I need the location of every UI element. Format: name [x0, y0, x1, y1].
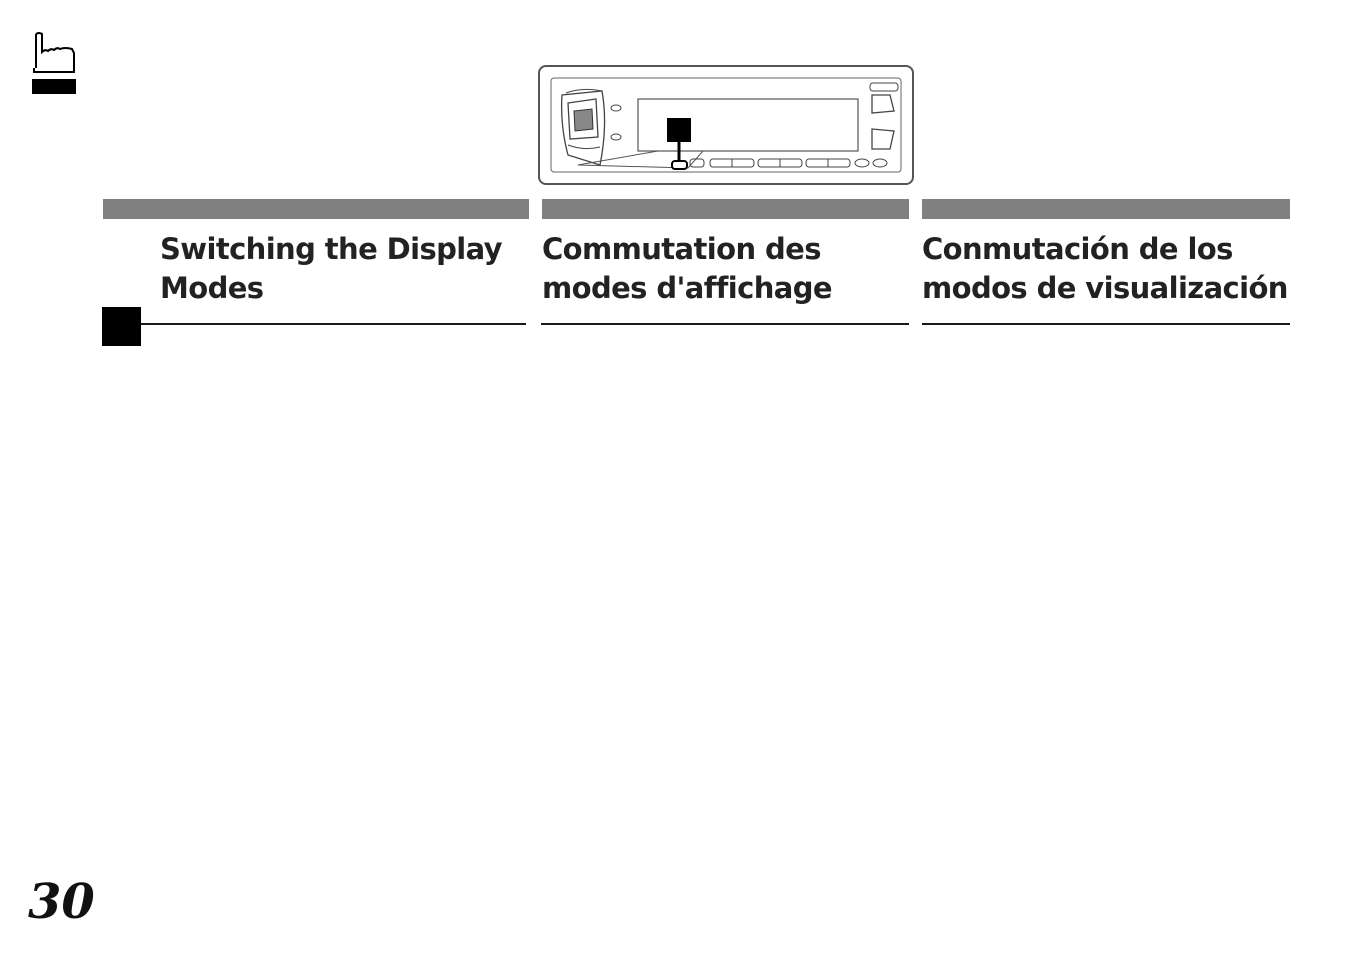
page-number: 30: [28, 874, 95, 930]
spanish-title-rule: [922, 323, 1290, 325]
english-title-rule: [141, 323, 526, 325]
spanish-section-title: Conmutación de los modos de visualizació…: [922, 230, 1288, 308]
english-header-bar: [103, 199, 529, 219]
spanish-header-bar: [922, 199, 1290, 219]
french-section-title: Commutation des modes d'affichage: [542, 230, 833, 308]
english-title-line2: Modes: [160, 271, 264, 305]
car-stereo-illustration: [538, 65, 914, 185]
french-title-rule: [541, 323, 909, 325]
french-header-bar: [542, 199, 909, 219]
english-title-line1: Switching the Display: [160, 232, 503, 266]
english-section-title: Switching the Display Modes: [160, 230, 503, 308]
spanish-title-line2: modos de visualización: [922, 271, 1288, 305]
section-marker: [102, 307, 141, 346]
spanish-title-line1: Conmutación de los: [922, 232, 1233, 266]
french-title-line2: modes d'affichage: [542, 271, 833, 305]
pointing-hand-icon: [32, 32, 76, 96]
callout-marker: [667, 118, 691, 142]
french-title-line1: Commutation des: [542, 232, 821, 266]
